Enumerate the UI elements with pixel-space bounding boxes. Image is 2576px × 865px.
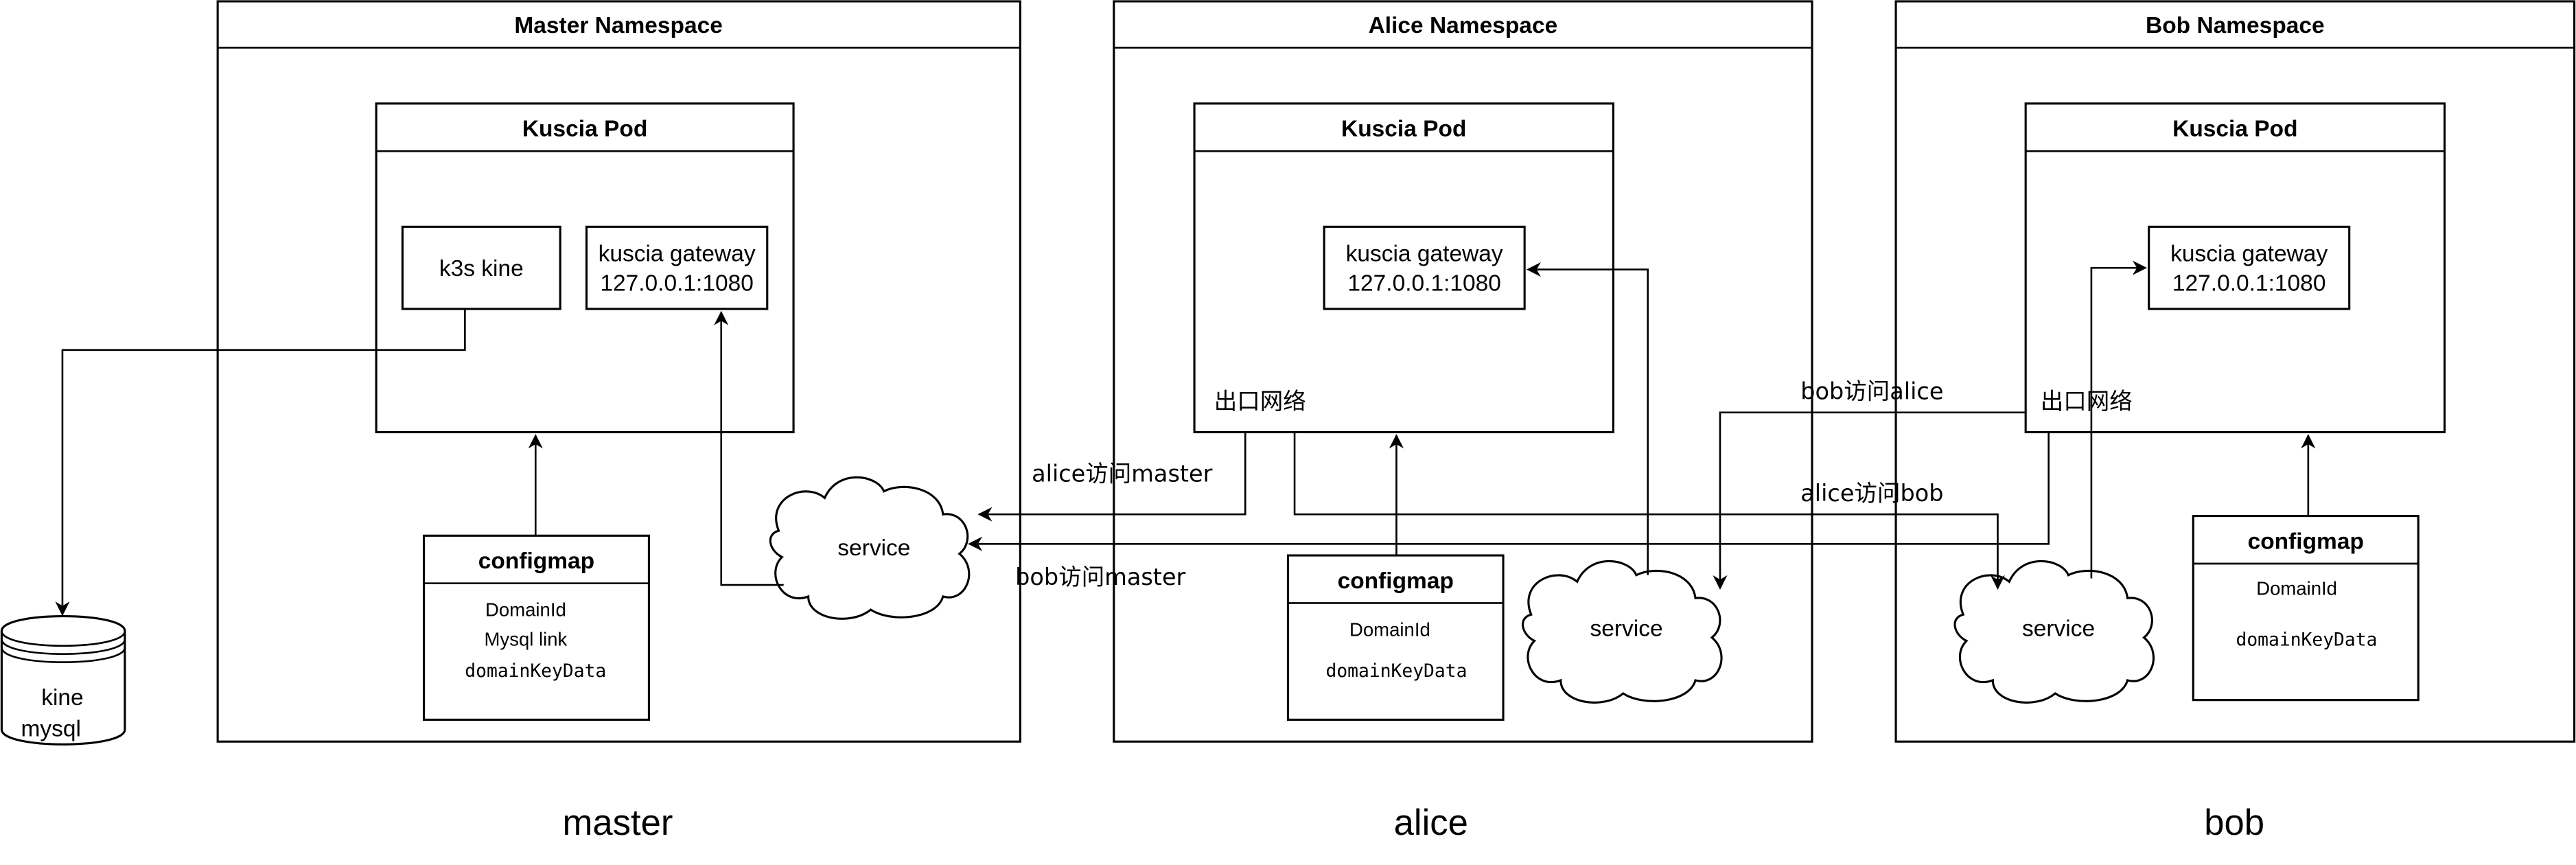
bob-gateway-box	[2148, 225, 2351, 310]
edge-bob-service-to-gateway[interactable]	[2090, 260, 2148, 579]
bob-configmap-title: configmap	[2248, 529, 2364, 554]
k3s-kine-label: k3s kine	[439, 256, 524, 281]
bob-configmap-frame	[2192, 515, 2420, 702]
alice-configmap[interactable]: configmap DomainId domainKeyData	[1286, 554, 1505, 721]
bob-gateway-name: kuscia gateway	[2170, 242, 2328, 267]
bob-egress-label: 出口网络	[2041, 388, 2133, 415]
database-label-mysql: mysql	[21, 716, 80, 741]
bob-kuscia-gateway[interactable]: kuscia gateway 127.0.0.1:1080	[2148, 225, 2351, 310]
alice-gateway-name: kuscia gateway	[1346, 242, 1503, 267]
master-gateway-address: 127.0.0.1:1080	[600, 271, 754, 297]
alice-configmap-title: configmap	[1338, 568, 1454, 594]
database-ring	[1, 647, 126, 663]
bob-configmap-item: DomainId	[2256, 577, 2337, 599]
database-label-kine: kine	[41, 685, 83, 711]
bob-gateway-address: 127.0.0.1:1080	[2172, 271, 2326, 297]
cloud-icon	[1522, 560, 1723, 704]
master-caption: master	[563, 803, 673, 843]
bob-service-label: service	[2022, 616, 2095, 641]
alice-gateway-address: 127.0.0.1:1080	[1347, 271, 1501, 297]
alice-kuscia-gateway[interactable]: kuscia gateway 127.0.0.1:1080	[1323, 225, 1526, 310]
edge-master-service-to-gateway[interactable]	[714, 310, 784, 586]
alice-gateway-box	[1323, 225, 1526, 310]
alice-egress-label: 出口网络	[1214, 388, 1306, 415]
edge-kine-to-database[interactable]	[55, 309, 466, 616]
master-kuscia-gateway[interactable]: kuscia gateway 127.0.0.1:1080	[585, 225, 769, 310]
cloud-icon	[1953, 560, 2155, 704]
alice-kuscia-pod[interactable]: Kuscia Pod 出口网络	[1193, 102, 1614, 434]
master-service[interactable]: service	[769, 476, 971, 620]
edge-alice-to-bob[interactable]	[1293, 432, 2006, 590]
alice-namespace-title: Alice Namespace	[1369, 13, 1558, 38]
master-pod-title: Kuscia Pod	[522, 117, 647, 142]
alice-service-label: service	[1590, 616, 1662, 641]
bob-service[interactable]: service	[1953, 560, 2155, 704]
master-configmap-title: configmap	[478, 549, 594, 574]
alice-configmap-item: DomainId	[1349, 619, 1430, 640]
master-namespace: Master Namespace Kuscia Pod k3s kine kus…	[216, 0, 1021, 843]
k3s-kine-box	[401, 225, 561, 310]
cloud-icon	[769, 476, 971, 620]
bob-namespace-title: Bob Namespace	[2146, 13, 2325, 38]
master-gateway-name: kuscia gateway	[599, 242, 756, 267]
master-k3s-kine[interactable]: k3s kine	[401, 225, 561, 310]
edge-bob-to-master[interactable]	[968, 432, 2050, 551]
master-configmap-item: domainKeyData	[465, 661, 606, 682]
bob-configmap-item: domainKeyData	[2236, 630, 2377, 651]
database-icon	[0, 615, 126, 746]
alice-service[interactable]: service	[1522, 560, 1723, 704]
edge-bob-to-alice[interactable]	[1713, 411, 2026, 590]
database-ring	[1, 630, 126, 647]
edge-label-alice-to-master: alice访问master	[1032, 460, 1213, 487]
master-configmap[interactable]: configmap DomainId Mysql link domainKeyD…	[422, 534, 650, 721]
master-gateway-box	[585, 225, 769, 310]
edge-alice-service-to-gateway[interactable]	[1526, 262, 1649, 575]
bob-pod-title: Kuscia Pod	[2172, 117, 2297, 142]
edge-label-bob-to-master: bob访问master	[1015, 564, 1185, 590]
database-ring	[1, 638, 126, 655]
alice-namespace: Alice Namespace Kuscia Pod 出口网络 kuscia g…	[1113, 0, 1813, 843]
master-configmap-item: Mysql link	[485, 629, 568, 650]
alice-caption: alice	[1394, 803, 1468, 843]
edge-alice-to-master[interactable]	[977, 432, 1246, 522]
bob-caption: bob	[2204, 803, 2264, 843]
alice-configmap-frame	[1286, 554, 1505, 721]
master-configmap-item: DomainId	[485, 599, 566, 621]
master-namespace-title: Master Namespace	[514, 13, 723, 38]
edge-label-bob-to-alice: bob访问alice	[1800, 378, 1943, 405]
master-service-label: service	[837, 535, 910, 561]
alice-configmap-item: domainKeyData	[1325, 661, 1467, 682]
edge-label-alice-to-bob: alice访问bob	[1800, 480, 1943, 507]
bob-configmap[interactable]: configmap DomainId domainKeyData	[2192, 515, 2420, 702]
kine-mysql-database[interactable]: kine mysql	[0, 615, 126, 746]
alice-pod-title: Kuscia Pod	[1341, 117, 1466, 142]
bob-namespace: Bob Namespace Kuscia Pod 出口网络 kuscia gat…	[1894, 0, 2576, 843]
